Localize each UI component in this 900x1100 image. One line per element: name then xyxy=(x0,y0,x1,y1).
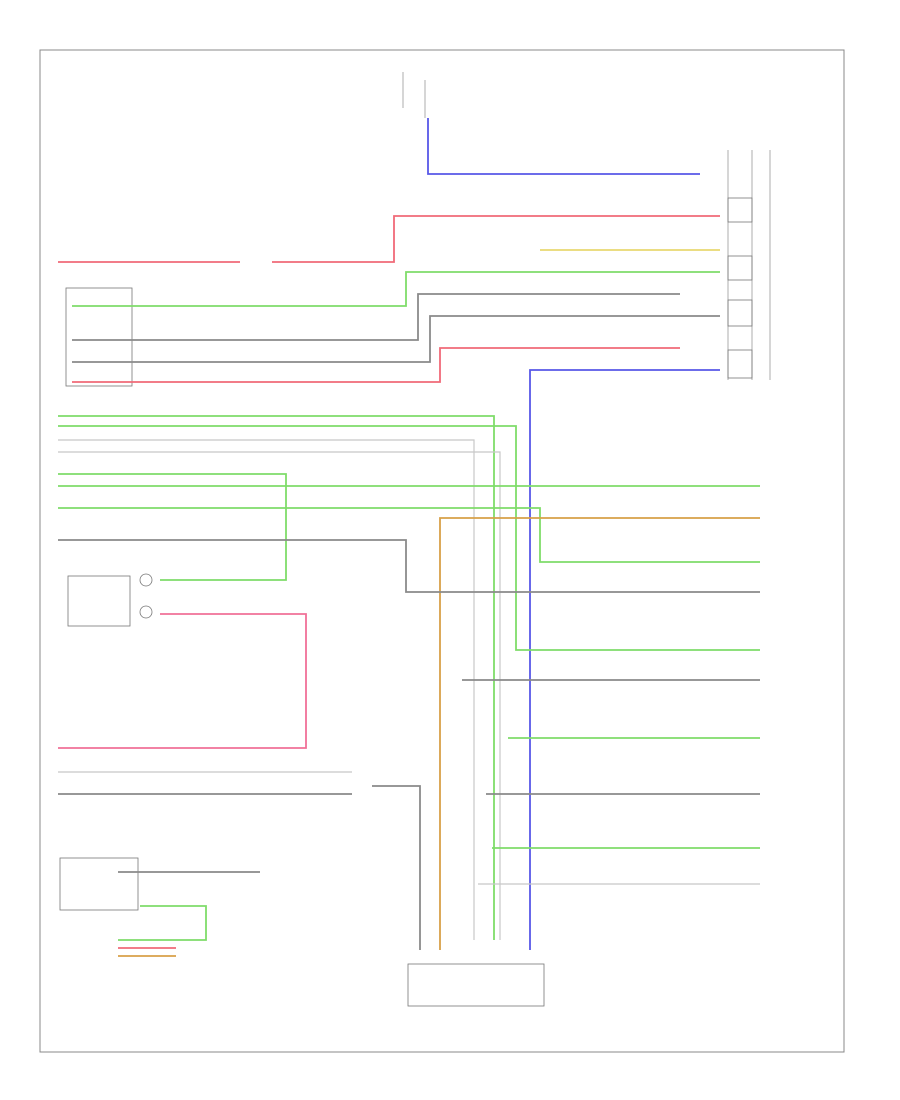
tail-lamp-box xyxy=(65,287,133,387)
wire-gray-meter-1 xyxy=(72,293,680,341)
wire-gray-ctrl-2 xyxy=(58,451,501,940)
wire-green-ctrl-2 xyxy=(58,425,760,651)
wire-gray-r xyxy=(58,539,760,593)
wire-blue-long xyxy=(529,369,720,950)
wire-orange-r xyxy=(439,517,760,950)
wire-pink-rheo xyxy=(58,613,307,749)
wire-blue-top xyxy=(427,118,700,175)
wire-red-meter xyxy=(72,347,680,383)
top-connector xyxy=(402,72,426,118)
bottom-connector xyxy=(407,963,545,1007)
wire-red-main-2 xyxy=(272,215,720,263)
wire-green-ctrl-1 xyxy=(58,415,495,940)
wire-green-r3 xyxy=(58,507,760,563)
wire-green-meter xyxy=(72,271,720,307)
steering-lock-box xyxy=(67,573,153,627)
wire-green-r1 xyxy=(58,473,287,581)
wire-gray-ctrl-1 xyxy=(58,439,475,940)
hazard-switch xyxy=(59,857,139,911)
wires xyxy=(58,118,760,957)
wire-gray-drop xyxy=(372,785,421,950)
wire-green-hazard xyxy=(118,905,207,941)
diagram-frame xyxy=(39,49,845,1053)
wire-gray-meter-2 xyxy=(72,315,720,363)
combination-meter-assembly xyxy=(727,150,771,380)
